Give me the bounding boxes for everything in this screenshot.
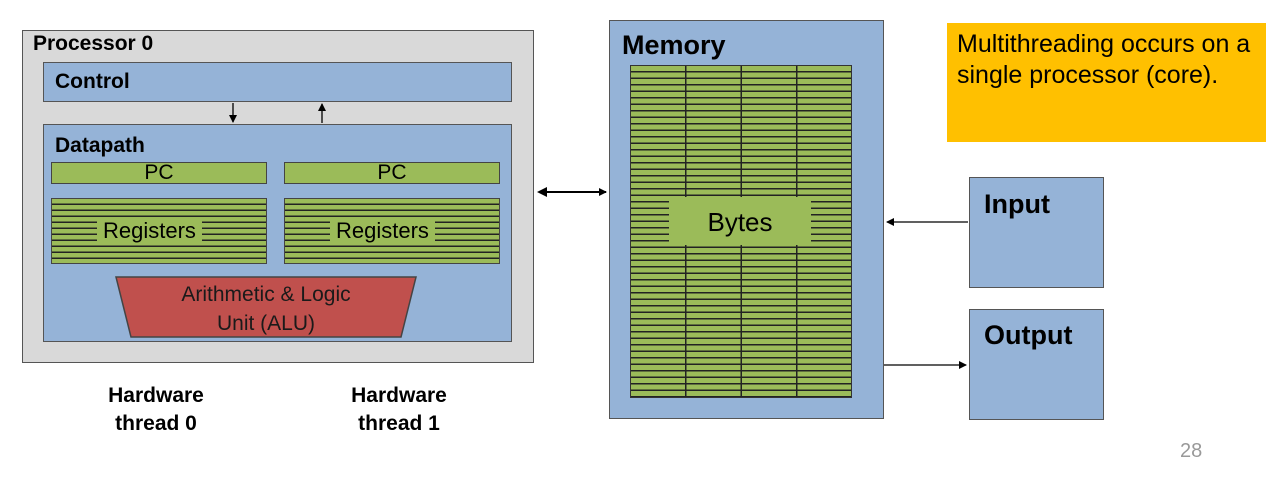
registers-label-thread-1: Registers (330, 217, 435, 245)
control-label: Control (55, 70, 130, 93)
input-box (969, 177, 1104, 288)
alu-label-line-1: Arithmetic & Logic (181, 283, 351, 306)
memory-title: Memory (622, 30, 726, 60)
alu-label: Arithmetic & Logic Unit (ALU) (150, 280, 382, 338)
hardware-thread-1-line-1: Hardware (351, 384, 447, 407)
memory-bytes-grid (630, 65, 852, 398)
processor-title: Processor 0 (33, 32, 154, 55)
alu-shape (115, 276, 417, 338)
bytes-label: Bytes (669, 197, 811, 245)
output-box (969, 309, 1104, 420)
multithreading-note: Multithreading occurs on a single proces… (947, 23, 1266, 142)
hardware-thread-0-line-2: thread 0 (115, 412, 197, 435)
pc-thread-1: PC (284, 162, 500, 184)
registers-label-thread-0: Registers (97, 217, 202, 245)
hardware-thread-1-line-2: thread 1 (358, 412, 440, 435)
control-box (43, 62, 512, 102)
page-number: 28 (1180, 440, 1203, 462)
pc-thread-0: PC (51, 162, 267, 184)
datapath-label: Datapath (55, 134, 145, 157)
processor-memory-arrow-left-head (537, 187, 547, 197)
output-label: Output (984, 320, 1073, 350)
hardware-thread-0-label: Hardware thread 0 (86, 382, 226, 438)
hardware-thread-0-line-1: Hardware (108, 384, 204, 407)
hardware-thread-1-label: Hardware thread 1 (329, 382, 469, 438)
input-label: Input (984, 189, 1050, 219)
alu-label-line-2: Unit (ALU) (216, 312, 316, 335)
